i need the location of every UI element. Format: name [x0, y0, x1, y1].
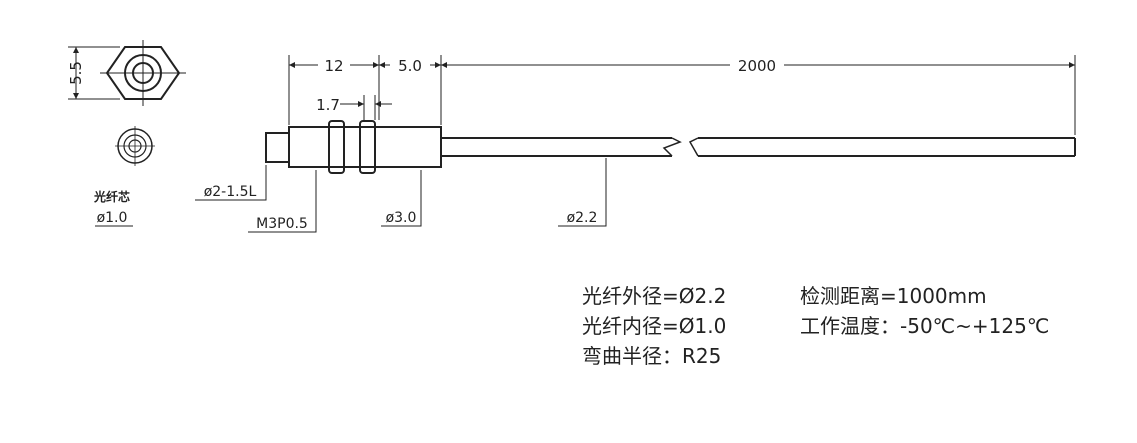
dim-5: 5.0	[398, 57, 422, 75]
probe-side-view	[265, 120, 1076, 174]
leader-lines	[195, 158, 607, 233]
body-dia-label: ø3.0	[386, 210, 417, 226]
dim-2000: 2000	[738, 57, 776, 75]
fiber-core-view	[115, 126, 155, 166]
dim-17: 1.7	[316, 96, 340, 114]
hex-dimension	[68, 46, 120, 100]
spec-inner-diameter: 光纤内径=Ø1.0	[582, 314, 727, 338]
tip-label: ø2-1.5L	[204, 184, 257, 200]
spec-bend-radius: 弯曲半径：R25	[582, 344, 722, 368]
spec-outer-diameter: 光纤外径=Ø2.2	[582, 284, 727, 308]
core-label: 光纤芯	[93, 189, 130, 204]
spec-operating-temp: 工作温度：-50℃~+125℃	[800, 314, 1050, 338]
top-dimensions	[288, 55, 1076, 135]
core-dia-label: ø1.0	[97, 210, 128, 226]
hex-dim-label: 5.5	[67, 61, 85, 85]
cable-dia-label: ø2.2	[567, 210, 598, 226]
dim-12: 12	[324, 57, 343, 75]
thread-label: M3P0.5	[256, 216, 308, 232]
hex-nut-view	[100, 40, 186, 106]
spec-detection-distance: 检测距离=1000mm	[800, 284, 987, 308]
